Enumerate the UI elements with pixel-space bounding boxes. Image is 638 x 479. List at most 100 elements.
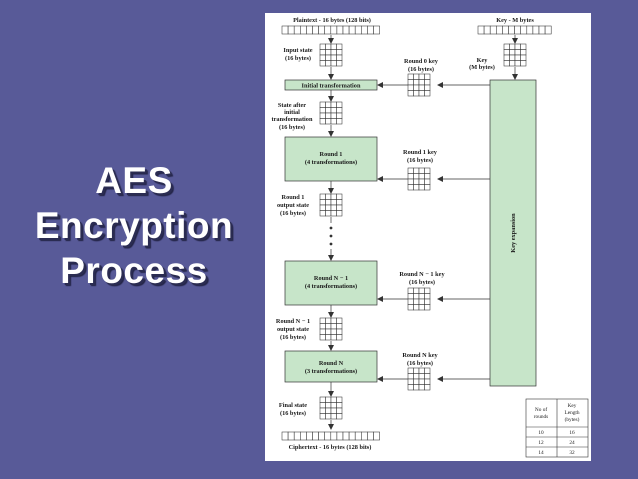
state-cell (336, 317, 343, 324)
state-cell (424, 373, 431, 380)
state-cell (413, 298, 420, 305)
byte-cell (483, 25, 491, 35)
state-cell (319, 323, 326, 330)
ciphertext-label: Ciphertext - 16 bytes (128 bits) (289, 444, 372, 451)
state-cell (424, 79, 431, 86)
state-cell (325, 60, 332, 67)
byte-cell (306, 431, 313, 441)
state-cell (336, 49, 343, 56)
state-cell (520, 54, 527, 61)
byte-cell (514, 25, 521, 35)
state-cell (418, 378, 425, 385)
round-1-output-label-3: (16 bytes) (280, 210, 306, 217)
state-cell (319, 334, 326, 341)
state-grid (407, 167, 431, 191)
state-cell (424, 84, 431, 91)
byte-cell (544, 25, 552, 35)
state-cell (319, 402, 326, 409)
state-cell (336, 112, 343, 119)
state-cell (336, 402, 343, 409)
byte-cell (318, 431, 325, 441)
state-cell (407, 84, 414, 91)
state-cell (325, 402, 332, 409)
state-cell (330, 413, 337, 420)
state-cell (330, 396, 337, 403)
state-grid (407, 73, 431, 97)
byte-cell (526, 25, 534, 35)
state-cell (413, 173, 420, 180)
state-cell (418, 373, 425, 380)
state-cell (319, 107, 326, 114)
state-cell (325, 328, 332, 335)
state-cell (325, 43, 332, 50)
rounds-table: No of rounds Key Length (bytes) 10 16 12… (525, 398, 589, 458)
round-0-key-sublabel: (16 bytes) (408, 66, 434, 73)
round-1-key-label: Round 1 key (403, 149, 438, 156)
state-cell (319, 54, 326, 61)
state-cell (424, 173, 431, 180)
state-cell (424, 304, 431, 311)
state-cell (424, 287, 431, 294)
state-cell (418, 173, 425, 180)
state-cell (319, 199, 326, 206)
state-grid (407, 287, 431, 311)
state-cell (407, 178, 414, 185)
state-cell (514, 60, 521, 67)
state-after-label-2: initial (284, 109, 300, 116)
byte-cell (287, 431, 295, 441)
state-cell (418, 298, 425, 305)
round-n-label: Round N (319, 360, 344, 367)
state-cell (418, 79, 425, 86)
byte-cell (318, 25, 325, 35)
state-cell (330, 49, 337, 56)
state-cell (514, 43, 521, 50)
state-cell (418, 178, 425, 185)
state-cell (325, 396, 332, 403)
state-cell (336, 328, 343, 335)
key-box-sublabel: (M bytes) (469, 64, 495, 71)
state-cell (418, 184, 425, 191)
state-cell (424, 73, 431, 80)
byte-cell (281, 431, 289, 441)
table-cell: 12 (538, 440, 544, 446)
byte-cell (361, 431, 368, 441)
byte-cell (496, 25, 503, 35)
state-cell (424, 384, 431, 391)
state-cell (509, 54, 516, 61)
state-cell (336, 323, 343, 330)
table-header-key: Key (568, 403, 577, 409)
byte-cell (281, 25, 289, 35)
state-cell (424, 293, 431, 300)
state-cell (424, 90, 431, 97)
round-n-minus-1-box (284, 260, 378, 306)
state-cell (336, 413, 343, 420)
state-cell (319, 49, 326, 56)
input-state-sublabel: (16 bytes) (285, 55, 311, 62)
state-cell (336, 407, 343, 414)
state-cell (424, 184, 431, 191)
state-cell (330, 112, 337, 119)
state-cell (325, 49, 332, 56)
round-0-key-label: Round 0 key (404, 58, 439, 65)
state-cell (413, 384, 420, 391)
byte-cell (354, 431, 362, 441)
ellipsis-dot (329, 242, 333, 246)
state-cell (424, 298, 431, 305)
state-cell (319, 413, 326, 420)
byte-cell (348, 25, 356, 35)
byte-cell (330, 25, 338, 35)
state-cell (418, 384, 425, 391)
byte-cell (287, 25, 295, 35)
state-cell (325, 112, 332, 119)
ciphertext-byte-strip (281, 431, 380, 441)
state-cell (514, 49, 521, 56)
state-cell (413, 304, 420, 311)
round-n-minus-1-key-label: Round N − 1 key (399, 271, 445, 278)
byte-cell (489, 25, 497, 35)
state-cell (520, 43, 527, 50)
table-cell: 16 (569, 430, 575, 436)
state-cell (509, 49, 516, 56)
table-header-rounds: No of (535, 406, 547, 413)
key-label: Key - M bytes (496, 17, 534, 24)
